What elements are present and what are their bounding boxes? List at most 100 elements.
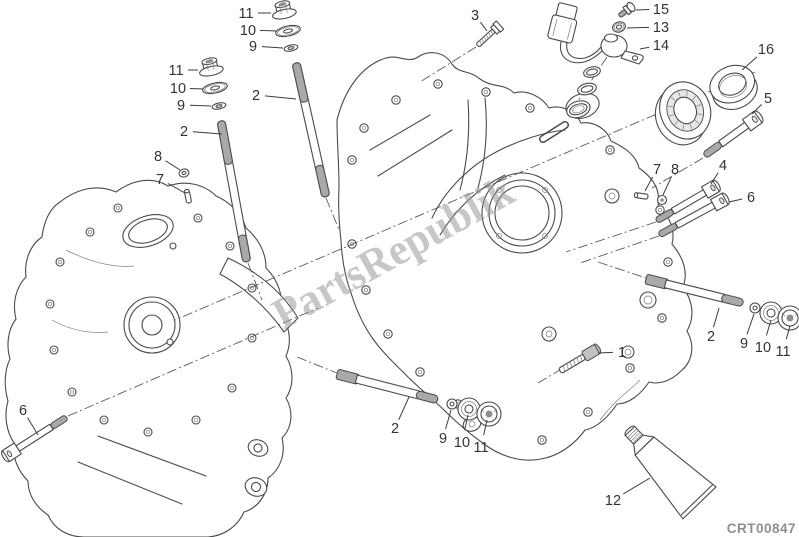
callout-leader-2 bbox=[398, 396, 410, 421]
callout-leader-9 bbox=[261, 46, 284, 49]
callout-leader-9 bbox=[189, 104, 212, 107]
stud-2-middle bbox=[335, 369, 439, 404]
callout-label-10: 10 bbox=[454, 435, 470, 451]
callout-label-12: 12 bbox=[605, 493, 621, 509]
washer-10-top bbox=[275, 24, 301, 38]
callout-leader-11 bbox=[785, 325, 791, 340]
callout-label-2: 2 bbox=[391, 421, 399, 437]
bolt-6-left bbox=[1, 415, 68, 463]
callout-leader-10 bbox=[259, 29, 278, 32]
callout-label-7: 7 bbox=[653, 162, 661, 178]
nut-11-right bbox=[777, 305, 799, 331]
callout-leader-5 bbox=[751, 104, 762, 115]
callout-label-6: 6 bbox=[19, 403, 27, 419]
callout-label-11: 11 bbox=[168, 63, 183, 79]
callout-leader-7 bbox=[167, 182, 186, 194]
callout-label-11: 11 bbox=[238, 6, 253, 22]
nut-11-left bbox=[199, 57, 224, 77]
stud-2-left bbox=[217, 120, 251, 263]
sensor-boss bbox=[565, 92, 600, 119]
callout-leader-16 bbox=[741, 56, 758, 71]
needle-bearing bbox=[654, 81, 712, 146]
callout-leader-7 bbox=[644, 176, 654, 192]
callout-leader-3 bbox=[479, 21, 488, 32]
callout-label-5: 5 bbox=[764, 91, 772, 107]
callout-leader-8 bbox=[165, 160, 181, 171]
washer-10-left bbox=[202, 81, 228, 95]
callout-label-7: 7 bbox=[156, 172, 164, 188]
washer-9-middle bbox=[446, 398, 458, 410]
callout-leader-14 bbox=[639, 46, 650, 50]
washer-13 bbox=[612, 21, 626, 33]
callout-label-11: 11 bbox=[775, 344, 790, 360]
stud-2-top-right bbox=[292, 62, 330, 198]
bolt-4 bbox=[655, 179, 721, 223]
washer-9-top bbox=[283, 44, 299, 52]
left-crankcase-half bbox=[4, 179, 299, 537]
callout-leader-10 bbox=[765, 319, 772, 336]
callout-label-14: 14 bbox=[653, 38, 669, 54]
callout-leader-2 bbox=[713, 307, 720, 328]
callout-leader-6 bbox=[728, 198, 743, 203]
washer-9-left bbox=[211, 102, 227, 110]
bolt-6-right bbox=[658, 192, 730, 238]
bolt-5 bbox=[703, 110, 764, 158]
callout-label-16: 16 bbox=[758, 42, 774, 58]
callout-leader-15 bbox=[635, 9, 650, 11]
callout-leader-6 bbox=[27, 417, 39, 436]
callout-leader-11 bbox=[483, 419, 488, 436]
pin-7-right bbox=[633, 192, 649, 200]
washer-10-middle bbox=[457, 397, 481, 421]
washer-9-right bbox=[749, 302, 761, 314]
callout-leader-10 bbox=[189, 88, 204, 90]
callout-leader-4 bbox=[710, 172, 719, 185]
callout-label-9: 9 bbox=[439, 431, 447, 447]
sensor-14 bbox=[547, 2, 644, 65]
callout-label-6: 6 bbox=[747, 190, 755, 206]
callout-leader-12 bbox=[623, 477, 651, 495]
sealant-tube-12 bbox=[624, 425, 717, 520]
right-crankcase-half bbox=[336, 52, 693, 461]
callout-label-4: 4 bbox=[719, 158, 727, 174]
callout-label-1: 1 bbox=[618, 345, 626, 361]
callout-label-9: 9 bbox=[249, 39, 257, 55]
callout-label-9: 9 bbox=[740, 336, 748, 352]
nut-11-middle bbox=[476, 401, 502, 427]
o-ring-upper bbox=[583, 66, 601, 78]
callout-label-15: 15 bbox=[653, 2, 669, 18]
callout-label-3: 3 bbox=[471, 8, 479, 24]
bolt-1 bbox=[558, 343, 602, 374]
callout-label-8: 8 bbox=[671, 162, 679, 178]
callout-leader-1 bbox=[597, 351, 614, 354]
callout-label-10: 10 bbox=[240, 23, 256, 39]
callout-leader-9 bbox=[445, 409, 452, 430]
left-case-bolt-holes bbox=[45, 203, 257, 437]
callout-label-2: 2 bbox=[707, 329, 715, 345]
callout-leader-10 bbox=[464, 414, 469, 431]
callout-label-2: 2 bbox=[252, 88, 260, 104]
callout-leader-9 bbox=[746, 313, 755, 335]
callout-leader-13 bbox=[626, 26, 650, 29]
callout-leader-2 bbox=[192, 131, 223, 135]
drawing-code: CRT00847 bbox=[727, 521, 796, 536]
callout-label-8: 8 bbox=[154, 149, 162, 165]
callout-label-10: 10 bbox=[170, 81, 186, 97]
washer-8-left bbox=[178, 168, 190, 178]
screw-15 bbox=[618, 2, 636, 18]
spacer-ring-16 bbox=[709, 64, 758, 110]
washer-8-right bbox=[656, 194, 668, 206]
callout-leader-2 bbox=[264, 95, 297, 100]
stud-2-right bbox=[644, 274, 744, 307]
callout-leader-8 bbox=[662, 176, 672, 196]
callout-label-11: 11 bbox=[473, 440, 488, 456]
bolt-3 bbox=[476, 20, 505, 47]
pin-7-left bbox=[183, 188, 192, 204]
callout-label-10: 10 bbox=[755, 340, 771, 356]
nut-11-top bbox=[272, 0, 297, 20]
callout-label-9: 9 bbox=[177, 98, 185, 114]
washer-10-right bbox=[759, 301, 783, 325]
callout-label-13: 13 bbox=[653, 20, 669, 36]
